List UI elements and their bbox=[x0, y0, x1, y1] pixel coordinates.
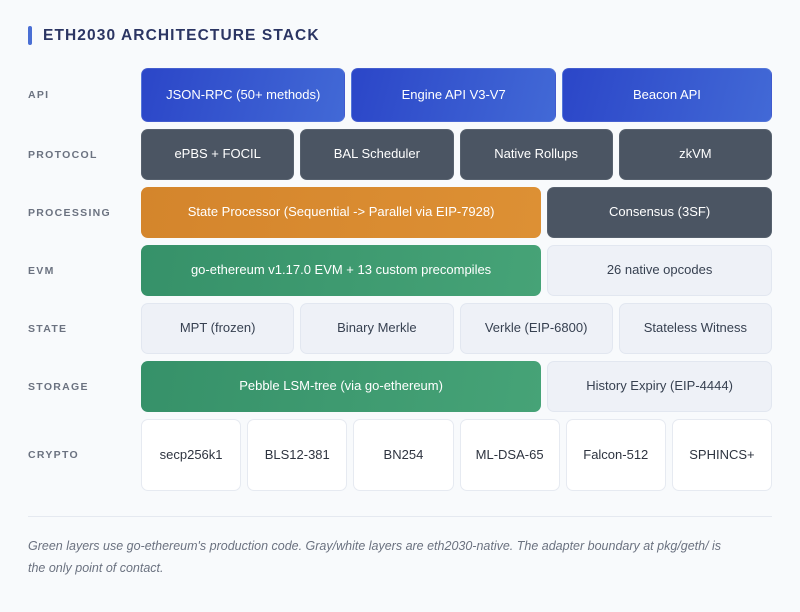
stack-cell[interactable]: MPT (frozen) bbox=[141, 303, 295, 354]
stack-cell[interactable]: BAL Scheduler bbox=[300, 129, 454, 180]
row-label-api: API bbox=[28, 89, 50, 101]
page-title-text: ETH2030 ARCHITECTURE STACK bbox=[43, 26, 320, 44]
title-accent-bar bbox=[28, 26, 32, 45]
row-label-crypto: CRYPTO bbox=[28, 449, 79, 461]
stack-cell[interactable]: Binary Merkle bbox=[300, 303, 454, 354]
stack-cell[interactable]: Pebble LSM-tree (via go-ethereum) bbox=[141, 361, 542, 412]
stack-cell[interactable]: Verkle (EIP-6800) bbox=[459, 303, 613, 354]
stack-cell[interactable]: Native Rollups bbox=[459, 129, 613, 180]
stack-cell[interactable]: zkVM bbox=[618, 129, 772, 180]
stack-cell[interactable]: secp256k1 bbox=[141, 419, 242, 491]
layer-stack: API JSON-RPC (50+ methods)Engine API V3-V… bbox=[28, 68, 773, 498]
footer-note: Green layers use go-ethereum's productio… bbox=[28, 539, 722, 575]
row-label-protocol: PROTOCOL bbox=[28, 148, 98, 161]
row-cells: State Processor (Sequential -> Parallel … bbox=[141, 187, 772, 238]
row-label-processing: PROCESSING bbox=[28, 206, 112, 219]
stack-cell[interactable]: Engine API V3-V7 bbox=[351, 68, 556, 122]
row-label-storage: STORAGE bbox=[28, 380, 89, 393]
row-cells: go-ethereum v1.17.0 EVM + 13 custom prec… bbox=[141, 245, 772, 296]
stack-cell[interactable]: ePBS + FOCIL bbox=[141, 129, 295, 180]
stack-cell[interactable]: State Processor (Sequential -> Parallel … bbox=[141, 187, 542, 238]
row-label-state: STATE bbox=[28, 322, 68, 335]
stack-cell[interactable]: BLS12-381 bbox=[247, 419, 348, 491]
stack-row: STORAGE Pebble LSM-tree (via go-ethereum)… bbox=[28, 361, 772, 412]
stack-cell[interactable]: SPHINCS+ bbox=[671, 419, 773, 491]
footer: Green layers use go-ethereum's productio… bbox=[28, 516, 772, 580]
stack-cell[interactable]: 26 native opcodes bbox=[547, 245, 772, 296]
stack-row: PROCESSING State Processor (Sequential ->… bbox=[28, 187, 772, 238]
stack-row: API JSON-RPC (50+ methods)Engine API V3-V… bbox=[28, 68, 772, 122]
stack-cell[interactable]: JSON-RPC (50+ methods) bbox=[141, 68, 346, 122]
stack-cell[interactable]: go-ethereum v1.17.0 EVM + 13 custom prec… bbox=[141, 245, 542, 296]
stack-cell[interactable]: Consensus (3SF) bbox=[547, 187, 772, 238]
page-title: ETH2030 ARCHITECTURE STACK bbox=[28, 26, 772, 45]
stack-cell[interactable]: Falcon-512 bbox=[565, 419, 666, 491]
stack-cell[interactable]: Beacon API bbox=[561, 68, 772, 122]
stack-cell[interactable]: History Expiry (EIP-4444) bbox=[547, 361, 772, 412]
stack-row: EVM go-ethereum v1.17.0 EVM + 13 custom p… bbox=[28, 245, 772, 296]
stack-cell[interactable]: BN254 bbox=[353, 419, 454, 491]
stack-cell[interactable]: Stateless Witness bbox=[618, 303, 772, 354]
row-cells: Pebble LSM-tree (via go-ethereum)History… bbox=[141, 361, 772, 412]
stack-cell[interactable]: ML-DSA-65 bbox=[459, 419, 560, 491]
row-label-evm: EVM bbox=[28, 264, 55, 277]
